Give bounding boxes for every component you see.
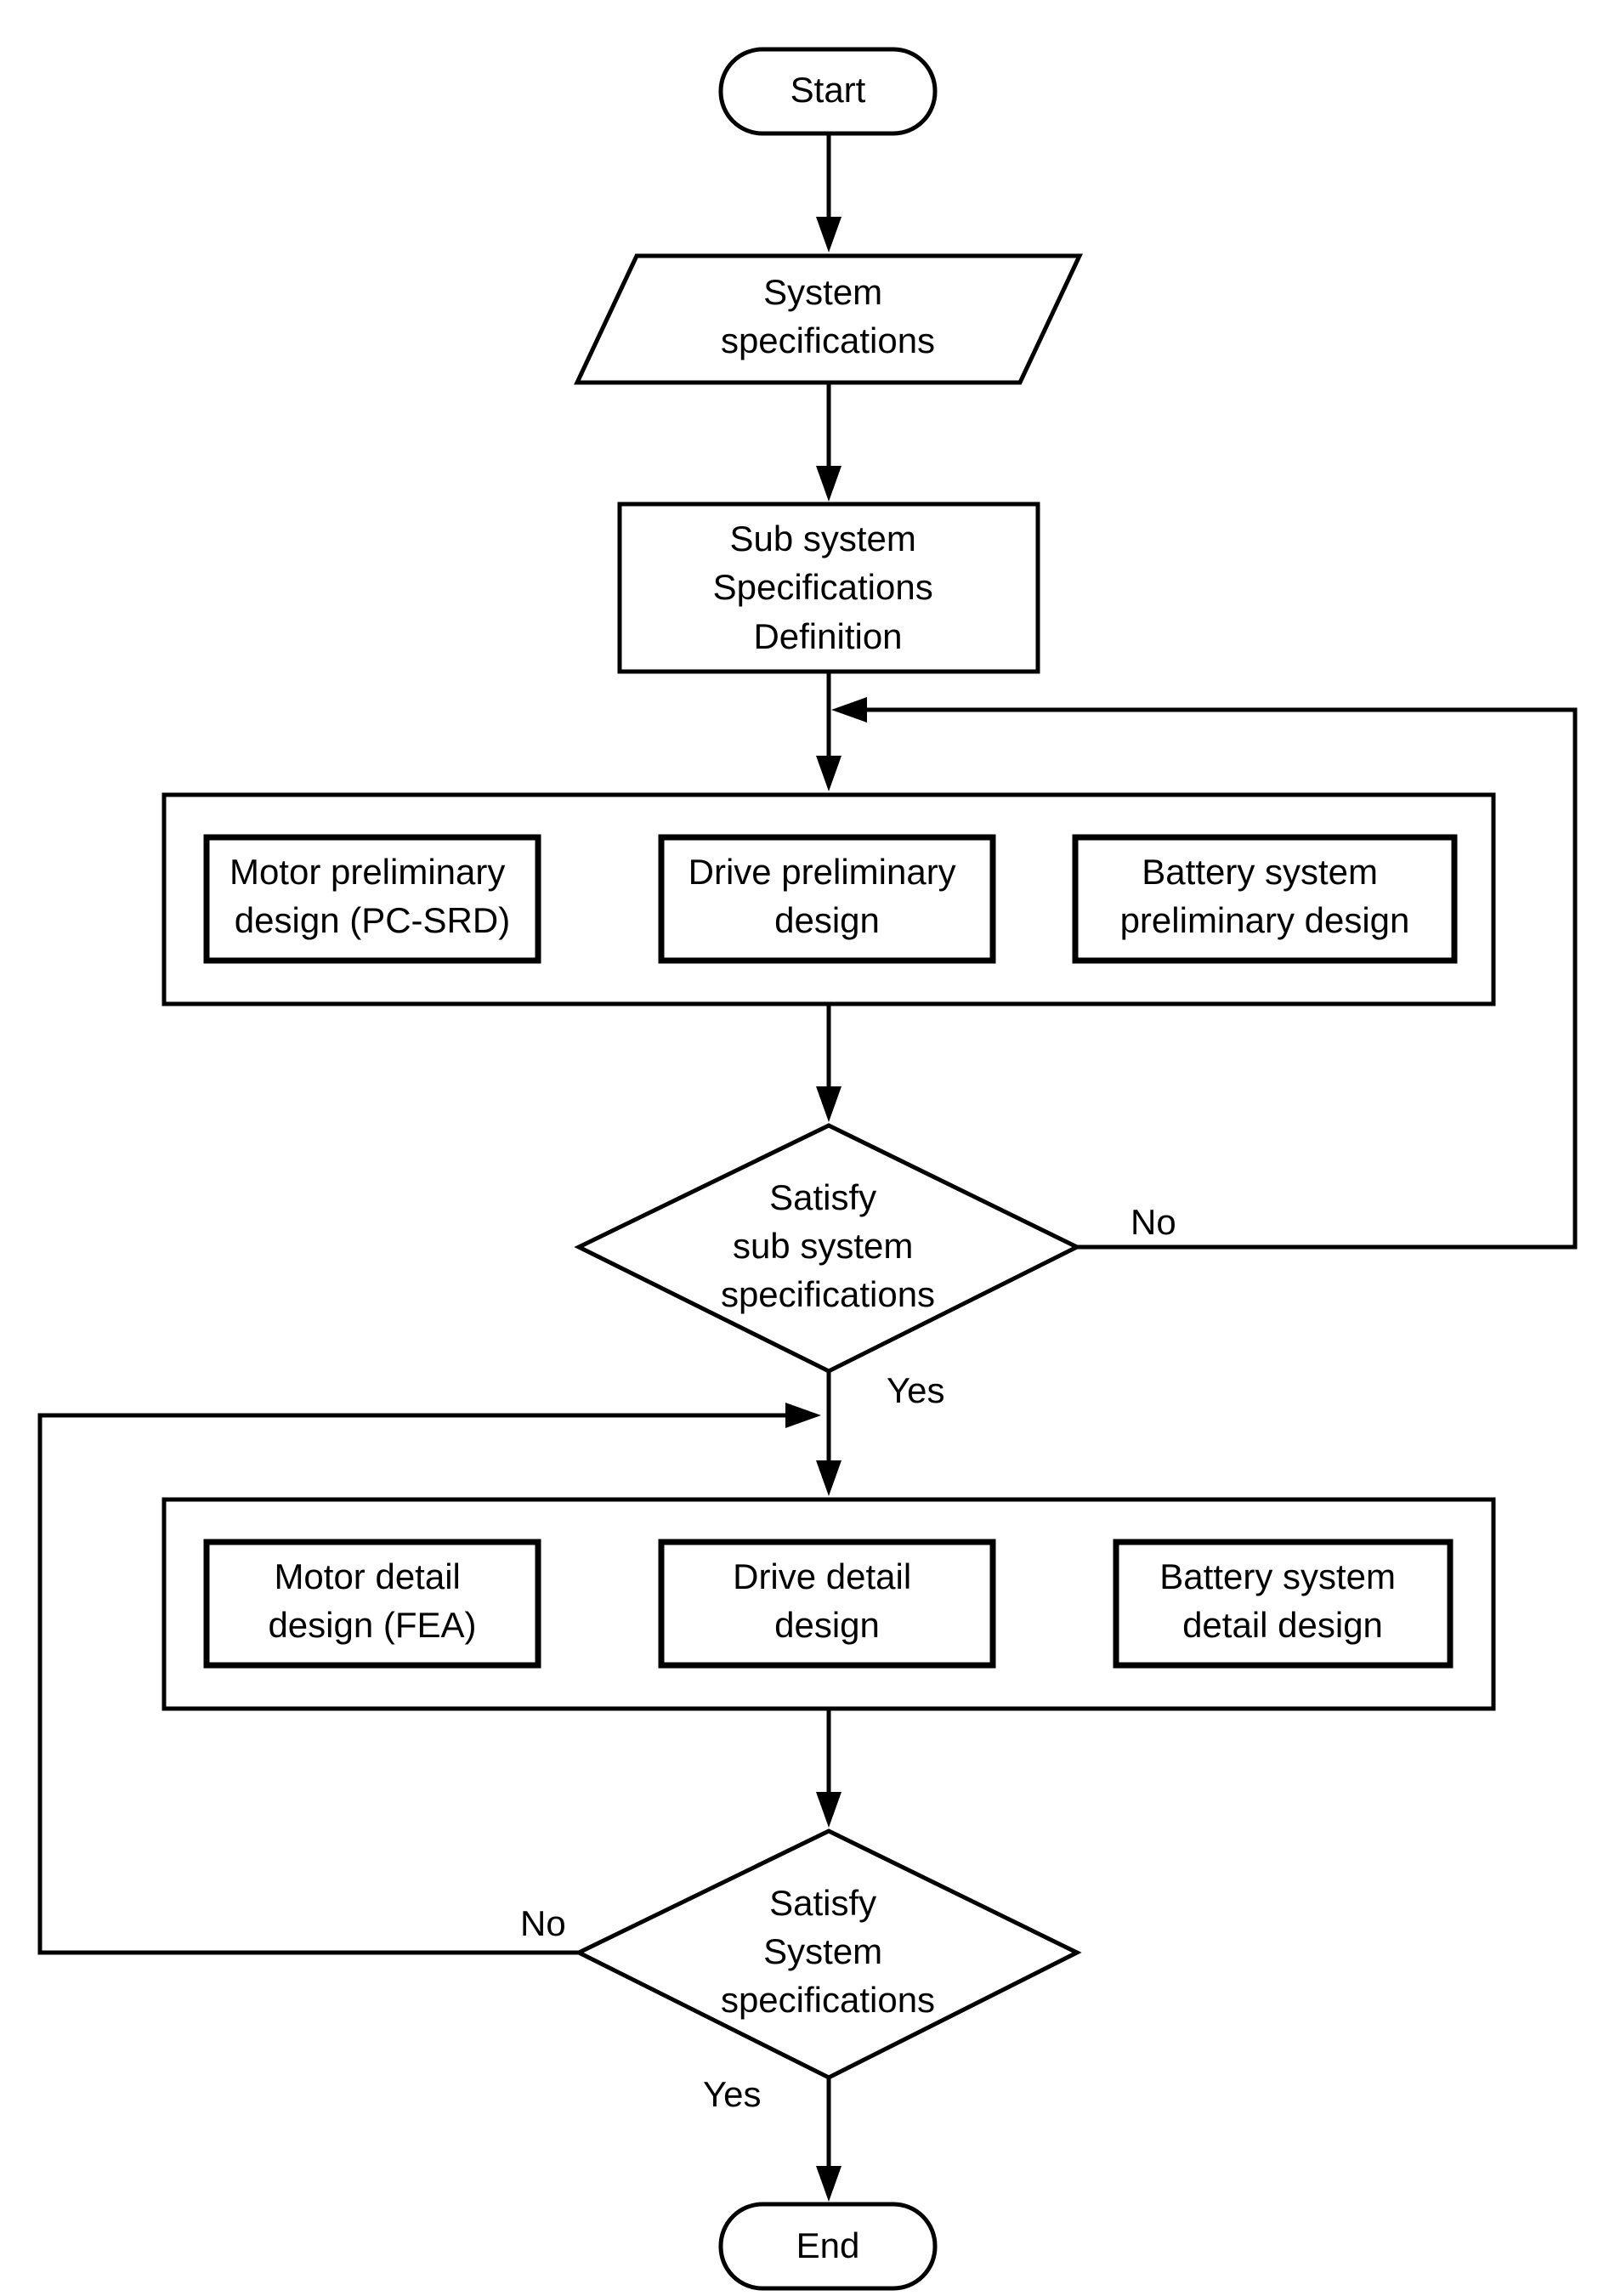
loop-no-system [37, 1413, 785, 1955]
arrowhead-detail [816, 1460, 842, 1496]
preliminary-design-group: Motor preliminary design (PC-SRD) Drive … [162, 792, 1496, 1006]
drive-detail-design: Drive detail design [658, 1539, 996, 1669]
battery-detail-line-2: detail design [1182, 1605, 1383, 1645]
motor-preliminary-line-1: Motor preliminary [230, 852, 505, 892]
svg-text:Drive preliminary desi: Drive preliminary design [688, 852, 966, 940]
decision2-no-label: No [520, 1903, 566, 1943]
svg-text:Motor detail design (F: Motor detail design (FEA) [268, 1556, 476, 1645]
arrowhead-decision1 [816, 1086, 842, 1122]
drive-preliminary-design: Drive preliminary design [658, 834, 996, 964]
battery-detail-line-1: Battery system [1159, 1556, 1396, 1596]
decision2-line-3: specifications [721, 1980, 935, 2020]
detail-design-group: Motor detail design (FEA) Drive detail d… [162, 1497, 1496, 1711]
start-terminal: Start [718, 47, 938, 136]
decision2-yes-label: Yes [703, 2074, 762, 2114]
input-system-specifications: System specifications [574, 253, 1083, 385]
arrowhead-decision2 [816, 1792, 842, 1828]
arrowhead-loop-no-system [785, 1403, 821, 1428]
arrowhead-subsystem [816, 466, 842, 502]
battery-preliminary-line-1: Battery system [1142, 852, 1378, 892]
battery-preliminary-line-2: preliminary design [1120, 900, 1410, 940]
start-label: Start [790, 70, 866, 110]
svg-text:Battery system detail: Battery system detail design [1159, 1556, 1405, 1645]
arrowhead-loop-no-subsystem [831, 697, 867, 723]
decision1-line-1: Satisfy [769, 1177, 876, 1217]
svg-text:Motor preliminary desi: Motor preliminary design (PC-SRD) [230, 852, 515, 940]
svg-text:System specifications: System specifications [721, 272, 935, 360]
battery-preliminary-design: Battery system preliminary design [1072, 834, 1458, 964]
subsystem-spec-box: Sub system Specifications Definition [617, 502, 1040, 674]
arrowhead-preliminary [816, 756, 842, 791]
drive-detail-line-2: design [774, 1605, 880, 1645]
input-label-line-1: System [763, 272, 882, 312]
arrowhead-input [816, 217, 842, 252]
svg-text:Drive detail design: Drive detail design [733, 1556, 921, 1645]
decision2-line-2: System [763, 1931, 882, 1971]
connectors [37, 133, 1578, 2202]
arrowhead-end [816, 2166, 842, 2202]
drive-detail-line-1: Drive detail [733, 1556, 911, 1596]
motor-preliminary-line-2: design (PC-SRD) [235, 900, 510, 940]
subsystem-label-line-1: Sub system [729, 519, 915, 558]
decision1-line-3: specifications [721, 1274, 935, 1314]
decision-system-specifications: Satisfy System specifications No Yes [520, 1828, 1082, 2114]
subsystem-label-line-3: Definition [753, 616, 902, 656]
motor-detail-line-1: Motor detail [274, 1556, 460, 1596]
battery-detail-design: Battery system detail design [1113, 1539, 1454, 1669]
loop-no-subsystem [867, 707, 1578, 1250]
motor-preliminary-design: Motor preliminary design (PC-SRD) [203, 834, 541, 964]
svg-text:Battery system prelimi: Battery system preliminary design [1120, 852, 1410, 940]
end-label: End [796, 2225, 860, 2265]
decision2-line-1: Satisfy [769, 1883, 876, 1923]
decision1-no-label: No [1130, 1202, 1176, 1242]
decision-sub-system-specifications: Satisfy sub system specifications No Yes [574, 1123, 1176, 1410]
end-terminal: End [718, 2202, 938, 2291]
drive-preliminary-line-1: Drive preliminary [688, 852, 956, 892]
subsystem-label-line-2: Specifications [713, 567, 933, 607]
motor-detail-line-2: design (FEA) [268, 1605, 476, 1645]
svg-text:Satisfy System spe: Satisfy System specifications [721, 1883, 935, 2020]
decision1-line-2: sub system [733, 1226, 913, 1266]
svg-text:Satisfy sub system: Satisfy sub system specifications [721, 1177, 935, 1314]
input-label-line-2: specifications [721, 320, 935, 360]
svg-text:Sub system Specification: Sub system Specifications Definition [713, 519, 944, 656]
motor-detail-design: Motor detail design (FEA) [203, 1539, 541, 1669]
drive-preliminary-line-2: design [774, 900, 880, 940]
decision1-yes-label: Yes [887, 1370, 945, 1410]
